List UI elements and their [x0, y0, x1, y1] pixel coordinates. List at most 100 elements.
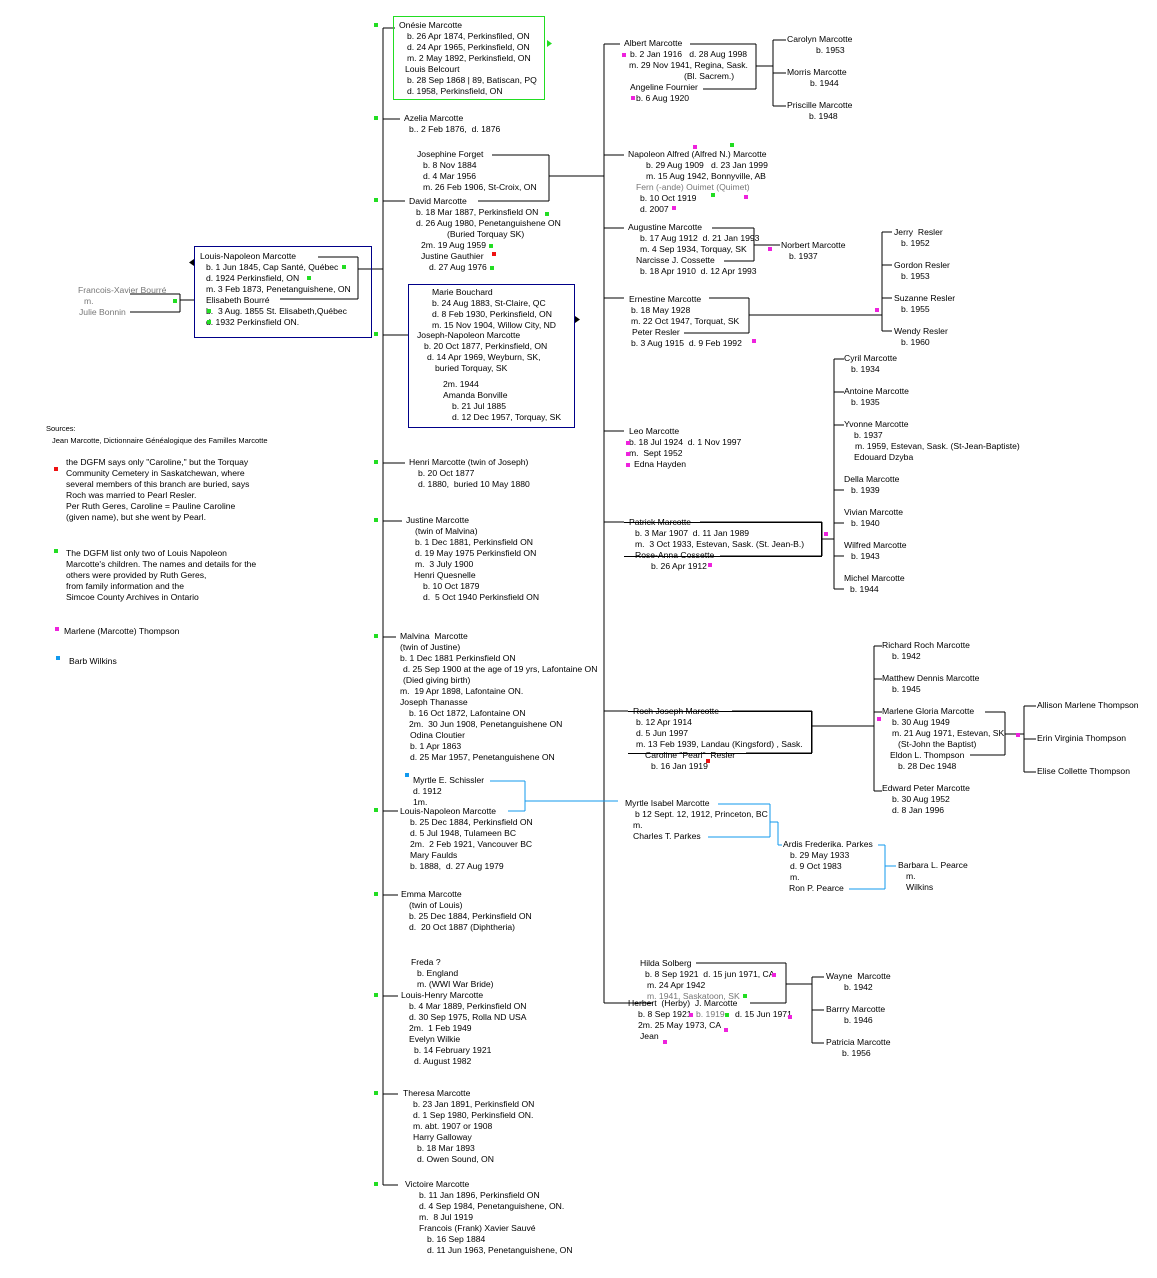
text-line: (twin of Malvina) [415, 526, 478, 536]
spacer-line [844, 408, 1020, 419]
source-marker-magenta [631, 96, 635, 100]
text-line: Joseph Thanasse [400, 697, 468, 707]
text-line: buried Torquay, SK [435, 363, 508, 373]
text-line: Narcisse J. Cossette [636, 255, 715, 265]
source-marker-magenta [824, 532, 828, 536]
text-line: Wilfred Marcotte [844, 540, 907, 550]
spacer-line [1037, 722, 1139, 733]
source-marker-magenta [693, 145, 697, 149]
text-line: b. 10 Oct 1879 [423, 581, 480, 591]
text-line: Norbert Marcotte [781, 240, 846, 250]
text-line: b. 1944 [850, 584, 879, 594]
source-marker-green [374, 993, 378, 997]
text-line: b. 3 Aug. 1855 St. Elisabeth,Québec [206, 306, 347, 316]
text-line: b. 1953 [901, 271, 930, 281]
source-marker-green [711, 193, 715, 197]
collapse-arrow-icon[interactable] [189, 259, 194, 266]
source-marker-green [374, 23, 378, 27]
text-line: Peter Resler [632, 327, 680, 337]
text-line: Josephine Forget [417, 149, 484, 159]
source-marker-red [706, 759, 710, 763]
text-line: Cyril Marcotte [844, 353, 898, 363]
text-line: d. 27 Aug 1976 [429, 262, 487, 272]
source-marker-green [374, 116, 378, 120]
source-marker-green [374, 892, 378, 896]
text-line: d. 30 Sep 1975, Rolla ND USA [409, 1012, 527, 1022]
expand-arrow-icon[interactable] [547, 40, 552, 47]
text-line: Ardis Frederika. Parkes [783, 839, 873, 849]
spacer-line [882, 772, 1004, 783]
text-line: b. 25 Dec 1884, Perkinsfield ON [409, 911, 532, 921]
spacer-line [787, 56, 852, 67]
source-marker-green [342, 265, 346, 269]
source-marker-green [207, 309, 211, 313]
expand-arrow-icon[interactable] [575, 316, 580, 323]
spacer-line [826, 1026, 891, 1037]
text-line: m. [633, 820, 643, 830]
text-line: Elise Collette Thompson [1037, 766, 1130, 776]
source-marker-green [374, 808, 378, 812]
source-marker-magenta [744, 195, 748, 199]
text-line: d. 11 Jun 1963, Penetanguishene, ON [427, 1245, 573, 1255]
text-line: (twin of Louis) [409, 900, 463, 910]
text-line: m. 29 Nov 1941, Regina, Sask. [629, 60, 748, 70]
box-onesie [393, 16, 545, 100]
text-line: b. 29 May 1933 [790, 850, 850, 860]
source-marker-green [173, 299, 177, 303]
spacer-line [882, 662, 1004, 673]
source-marker-green [374, 332, 378, 336]
text-line: Evelyn Wilkie [409, 1034, 461, 1044]
text-line: Freda ? [411, 957, 441, 967]
text-line: m. [84, 296, 94, 306]
text-line: 1m. [413, 797, 428, 807]
spacer-line [882, 695, 1004, 706]
text-line: b. 8 Sep 1921 d. 15 jun 1971, CA [645, 969, 775, 979]
text-line: d. 25 Mar 1957, Penetanguishene ON [410, 752, 555, 762]
text-line: Angeline Fournier [630, 82, 698, 92]
text-line: Gordon Resler [894, 260, 950, 270]
text-line: b. 1945 [892, 684, 921, 694]
text-line: Wayne Marcotte [826, 971, 891, 981]
source-marker-green [490, 266, 494, 270]
text-line: Wendy Resler [894, 326, 948, 336]
spacer-line [894, 282, 955, 293]
text-line: (Bl. Sacrem.) [684, 71, 735, 81]
text-line: b. 20 Oct 1877, Perkinsfield, ON [424, 341, 548, 351]
text-line: (twin of Justine) [400, 642, 461, 652]
text-line: Jean [640, 1031, 659, 1041]
text-line: b. 1942 [844, 982, 873, 992]
source-marker-magenta [724, 1028, 728, 1032]
text-line: b.. 2 Feb 1876, d. 1876 [409, 124, 501, 134]
text-line: b. 2 Jan 1916 d. 28 Aug 1998 [630, 49, 748, 59]
source-marker-green [743, 994, 747, 998]
text-line: b. 1940 [851, 518, 880, 528]
legend-note-dgfm: The DGFM list only two of Louis Napoleon… [66, 548, 256, 603]
text-line: Amanda Bonville [443, 390, 508, 400]
box-roch [628, 711, 812, 754]
text-line: Mary Faulds [410, 850, 458, 860]
source-marker-green [374, 198, 378, 202]
text-line: Fern (-ande) Ouimet (Quimet) [636, 182, 750, 192]
text-line: Eldon L. Thompson [890, 750, 965, 760]
text-line: (St-John the Baptist) [898, 739, 977, 749]
text-line: Simcoe County Archives in Ontario [66, 592, 199, 602]
text-line: d. 2007 [640, 204, 669, 214]
text-line: 2m. 2 Feb 1921, Vancouver BC [410, 839, 533, 849]
sources-title: Sources: [46, 424, 76, 433]
spacer-line [1037, 755, 1139, 766]
source-marker-magenta [875, 308, 879, 312]
text-line: Louis-Napoleon Marcotte [400, 806, 497, 816]
text-line: m. (WWI War Bride) [417, 979, 494, 989]
source-marker-green [489, 244, 493, 248]
text-line: b. England [417, 968, 459, 978]
source-marker-green [307, 276, 311, 280]
